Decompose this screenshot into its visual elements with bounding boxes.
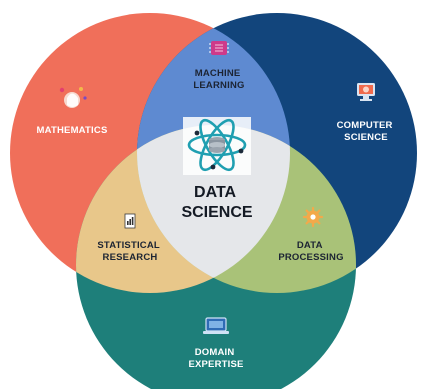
document-chart-icon [124, 213, 136, 229]
statistical-research-label: STATISTICAL RESEARCH [97, 240, 162, 263]
data-processing-label-line1: DATA [297, 240, 323, 251]
laptop-icon [203, 317, 229, 334]
mathematics-label: MATHEMATICS [37, 125, 108, 136]
data-science-label-line1: DATA [194, 184, 237, 201]
monitor-brain-icon [357, 83, 375, 101]
machine-learning-label: MACHINE LEARNING [193, 68, 244, 91]
data-science-label: DATA SCIENCE [181, 184, 252, 221]
computer-science-label-line2: SCIENCE [344, 132, 388, 143]
atom-database-icon [183, 117, 251, 175]
data-processing-label: DATA PROCESSING [278, 240, 343, 263]
statistical-research-label-line2: RESEARCH [103, 252, 158, 263]
domain-expertise-label-line1: DOMAIN [195, 347, 235, 358]
statistical-research-label-line1: STATISTICAL [97, 240, 160, 251]
computer-science-label: COMPUTER SCIENCE [337, 120, 396, 143]
domain-expertise-label-line2: EXPERTISE [188, 359, 243, 370]
domain-expertise-label: DOMAIN EXPERTISE [188, 347, 243, 370]
gear-icon [302, 206, 324, 228]
data-processing-label-line2: PROCESSING [278, 252, 343, 263]
machine-learning-label-line1: MACHINE [195, 68, 241, 79]
computer-science-label-line1: COMPUTER [337, 120, 393, 131]
brain-chip-icon [209, 41, 229, 55]
math-head-icon [59, 87, 87, 108]
data-science-label-line2: SCIENCE [181, 204, 252, 221]
machine-learning-label-line2: LEARNING [193, 80, 244, 91]
